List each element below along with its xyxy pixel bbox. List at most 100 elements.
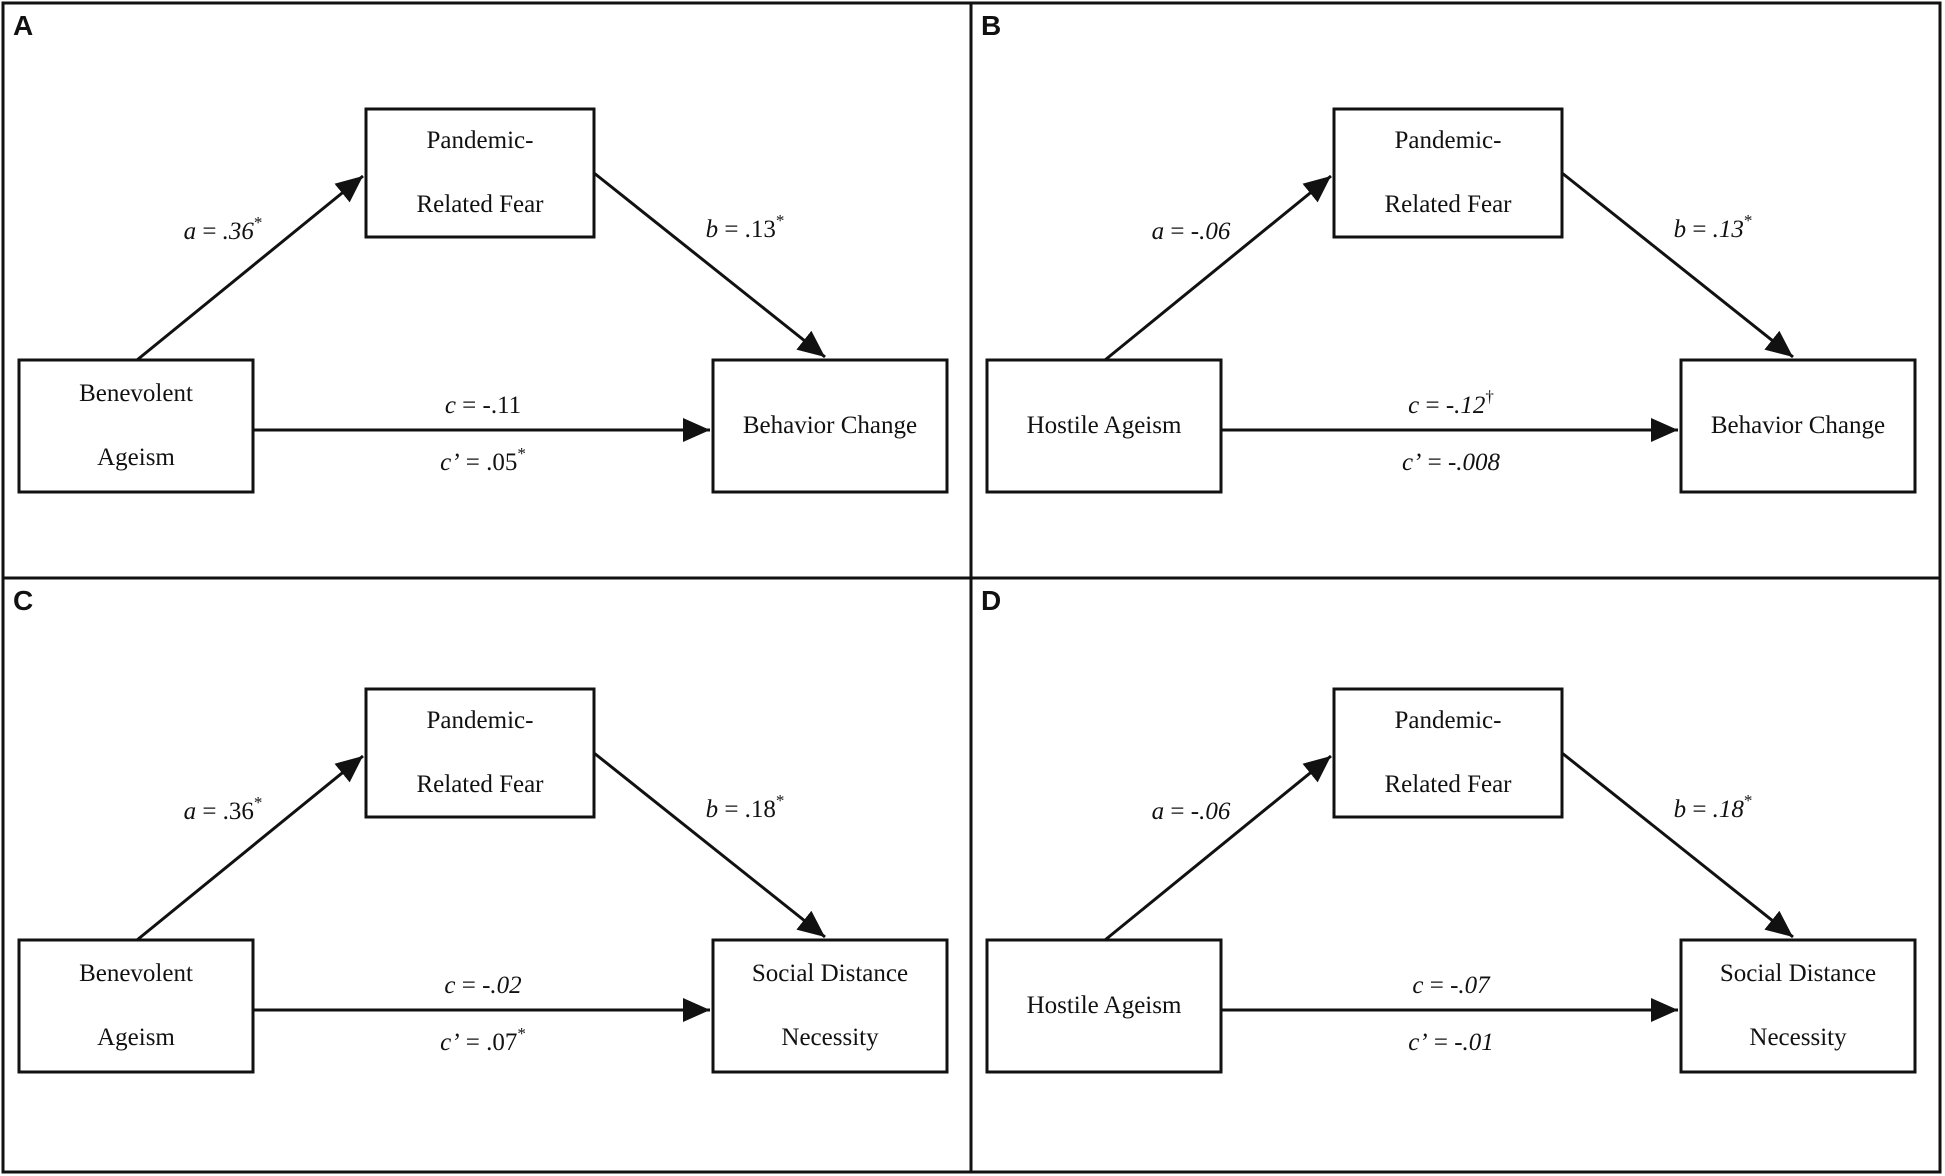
predictor-label-line-1: Hostile Ageism [1027,992,1182,1019]
path-cprime-label-equals: = [1428,1029,1455,1056]
path-cprime-label: c’ = .05* [440,444,526,476]
panel-letter: C [13,585,33,616]
path-b-label-symbol: b [706,796,719,823]
path-cprime-label-equals: = [1421,449,1448,476]
path-c-label-equals: = [456,392,483,419]
path-a-label-symbol: a [1152,798,1165,825]
path-c-label-value: -.07 [1450,972,1491,999]
path-a-label-equals: = [1164,798,1191,825]
path-a-label-value: .36 [223,798,254,825]
mediator-label-line-2: Related Fear [1384,771,1512,798]
path-b-label-symbol: b [706,216,719,243]
path-b-label-significance: * [1744,211,1753,230]
path-c-label-symbol: c [445,392,456,419]
path-b-label-value: .18 [1713,796,1745,823]
predictor-box [985,358,1223,494]
path-c-label: c = -.07 [1412,972,1491,999]
mediator-label-line-1: Pandemic- [427,127,534,154]
path-c-label-equals: = [455,972,482,999]
path-a-label: a = -.06 [1152,798,1231,825]
path-b-label-value: .13 [745,216,776,243]
path-c-label-value: -.02 [482,972,522,999]
mediator-box [364,107,596,239]
path-b-label: b = .13* [1674,211,1753,243]
outcome-label-line-1: Behavior Change [1711,412,1885,439]
path-c-label: c = -.02 [444,972,521,999]
path-c-label-equals: = [1419,392,1446,419]
path-b-arrow [593,171,826,359]
mediator-label-line-1: Pandemic- [1395,127,1502,154]
predictor-box [17,938,255,1074]
path-cprime-label: c’ = -.008 [1402,449,1501,476]
path-a-label-value: -.06 [1191,218,1231,245]
path-c-label-value: -.12 [1446,392,1486,419]
path-b-label-symbol: b [1674,796,1687,823]
path-c-label-equals: = [1423,972,1450,999]
predictor-label-line-2: Ageism [97,444,175,471]
path-a-label-significance: * [254,793,263,812]
path-c-label: c = -.11 [445,392,521,419]
panel-frame [1,576,973,1174]
path-b-label-equals: = [718,796,745,823]
outcome-label-line-1: Social Distance [1720,960,1876,987]
outcome-box [1679,358,1917,494]
outcome-label-line-2: Necessity [781,1024,879,1051]
mediator-label-line-2: Related Fear [416,191,544,218]
path-a-label-symbol: a [184,798,197,825]
path-cprime-label-value: -.01 [1454,1029,1494,1056]
path-a-label-equals: = [1164,218,1191,245]
path-b-arrow [593,751,826,939]
path-a-label-value: -.06 [1191,798,1231,825]
mediator-box [1332,107,1564,239]
path-a-arrow [136,754,364,942]
predictor-box [17,358,255,494]
mediator-label-line-2: Related Fear [1384,191,1512,218]
mediator-label-line-1: Pandemic- [1395,707,1502,734]
path-a-label: a = .36* [184,213,263,245]
path-cprime-label: c’ = .07* [440,1024,526,1056]
path-b-label: b = .13* [706,211,785,243]
predictor-box [985,938,1223,1074]
path-cprime-label-significance: * [517,444,526,463]
path-b-arrow [1561,751,1794,939]
path-a-label-symbol: a [1152,218,1165,245]
path-cprime-label-equals: = [460,1029,487,1056]
path-b-label-value: .13 [1713,216,1744,243]
path-cprime-label-significance: * [517,1024,526,1043]
path-a-label: a = .36* [184,793,263,825]
path-c-label-symbol: c [444,972,455,999]
path-cprime-label-symbol: c’ [440,449,459,476]
path-b-label-symbol: b [1674,216,1687,243]
panel-letter: B [981,10,1001,41]
path-c-label-value: -.11 [483,392,522,419]
outcome-label-line-2: Necessity [1749,1024,1847,1051]
predictor-label-line-1: Benevolent [79,380,193,407]
path-b-label-significance: * [776,211,785,230]
path-a-label-significance: * [254,213,263,232]
path-b-label-significance: * [776,791,785,810]
path-a-label-value: .36 [223,218,255,245]
mediator-label-line-1: Pandemic- [427,707,534,734]
mediator-label-line-2: Related Fear [416,771,544,798]
path-cprime-label-value: -.008 [1448,449,1501,476]
path-cprime-label-symbol: c’ [1402,449,1421,476]
path-b-label: b = .18* [706,791,785,823]
outcome-box [1679,938,1917,1074]
outcome-box [711,938,949,1074]
outcome-box [711,358,949,494]
panel-letter: A [13,10,33,41]
path-cprime-label-value: .07 [486,1029,517,1056]
path-a-label: a = -.06 [1152,218,1231,245]
mediator-box [364,687,596,819]
path-cprime-label-symbol: c’ [1408,1029,1427,1056]
path-cprime-label-equals: = [460,449,487,476]
path-b-arrow [1561,171,1794,359]
path-c-label-symbol: c [1412,972,1423,999]
path-b-label-significance: * [1744,791,1753,810]
outcome-label-line-1: Behavior Change [743,412,917,439]
